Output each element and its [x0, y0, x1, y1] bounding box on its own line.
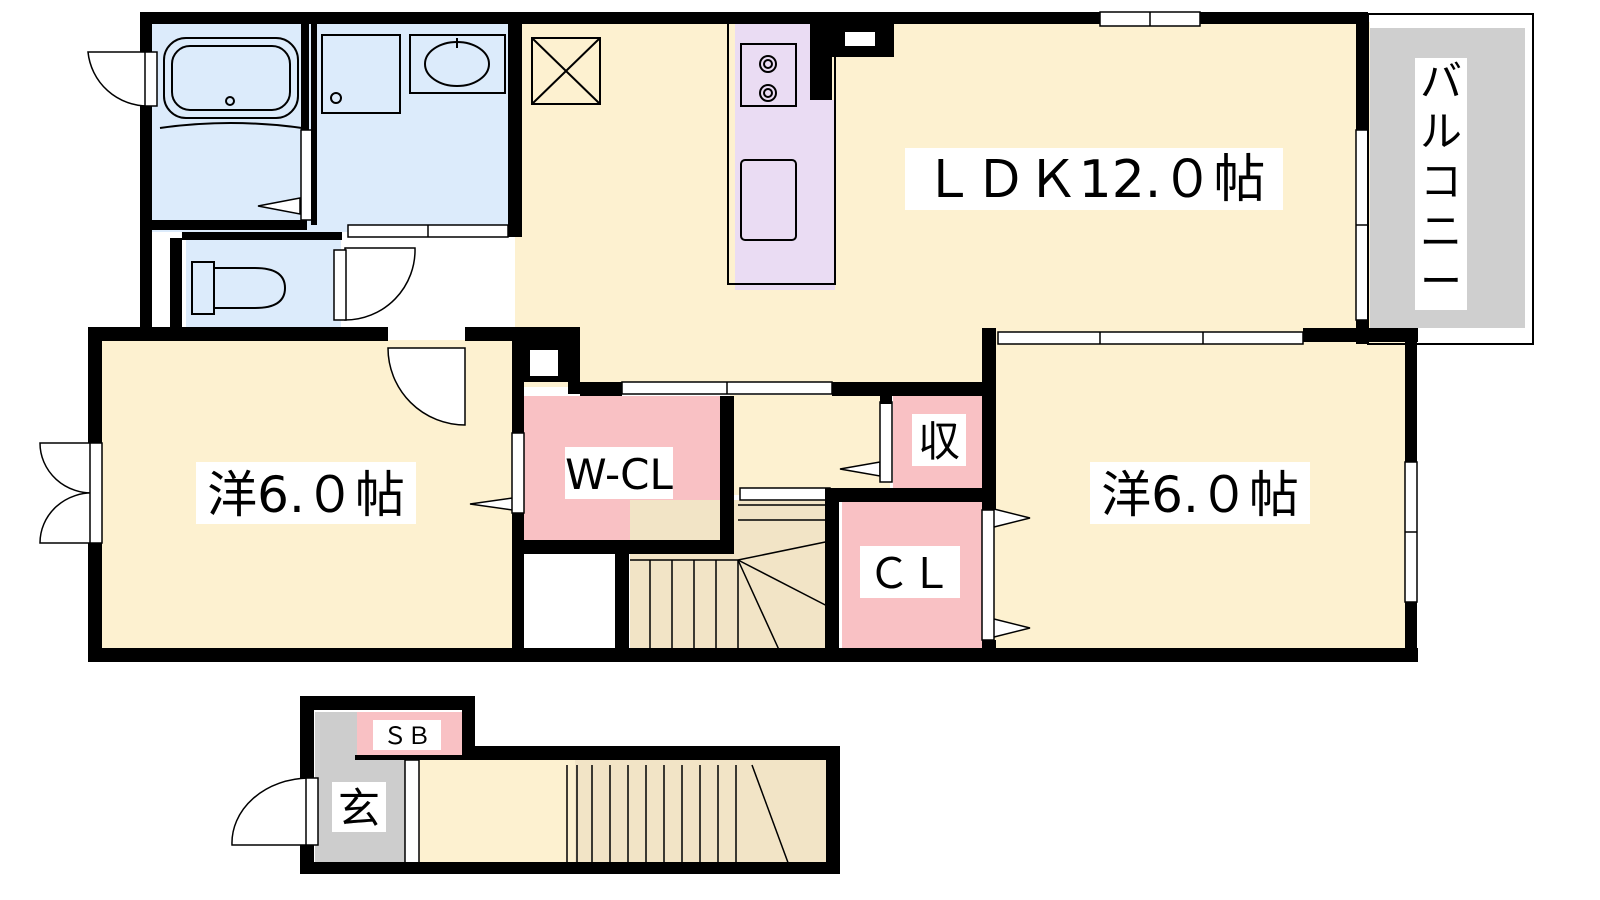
bathroom-floor — [152, 22, 307, 232]
hall-floor — [730, 395, 890, 495]
void-box — [527, 557, 622, 652]
stove-icon — [740, 43, 797, 107]
balcony-char: コ — [1420, 157, 1462, 206]
walls — [88, 12, 1418, 874]
ventilation-shaft-icon — [531, 37, 601, 105]
sliders — [89, 11, 1418, 873]
kitchen-counter-top — [735, 22, 810, 112]
west-room-label: 洋6.０帖 — [207, 466, 405, 524]
wcl-label: W-CL — [565, 450, 673, 499]
toilet-icon — [191, 261, 215, 315]
storage-label: 収 — [918, 417, 960, 466]
kitchen-counter — [735, 100, 835, 290]
balcony-char: ル — [1420, 107, 1462, 156]
balcony-char: ニ — [1420, 207, 1462, 256]
stair-treads — [566, 504, 836, 869]
sb-label: ＳＢ — [383, 722, 431, 750]
toilet-door-icon — [344, 247, 416, 321]
lower-stairs-floor — [575, 760, 832, 870]
shower-tray-icon — [321, 34, 401, 114]
west-window-upper-icon — [39, 442, 96, 494]
kitchen-sink-icon — [740, 159, 797, 241]
west-room-door-icon — [387, 347, 466, 426]
doors — [39, 51, 1031, 846]
sink-vanity-icon — [409, 34, 506, 94]
bathtub-icon — [163, 37, 299, 119]
east-room-label: 洋6.０帖 — [1101, 466, 1299, 524]
balcony-char: バ — [1420, 57, 1462, 106]
bath-exterior-door-icon — [87, 51, 149, 107]
ldk-label: ＬＤＫ12.０帖 — [923, 150, 1266, 210]
balcony-char: ー — [1420, 257, 1462, 306]
labels: ＬＤＫ12.０帖 洋6.０帖 洋6.０帖 W-CL 収 ＣＬ ＳＢ 玄 バ ル … — [196, 57, 1467, 833]
genkan-label: 玄 — [338, 784, 380, 833]
genkan-door-icon — [231, 777, 309, 846]
west-window-lower-icon — [39, 492, 96, 544]
fixtures — [159, 21, 836, 315]
cl-label: ＣＬ — [868, 549, 952, 598]
balcony-outline — [1367, 13, 1534, 345]
balcony-label: バ ル コ ニ ー — [1420, 57, 1462, 306]
